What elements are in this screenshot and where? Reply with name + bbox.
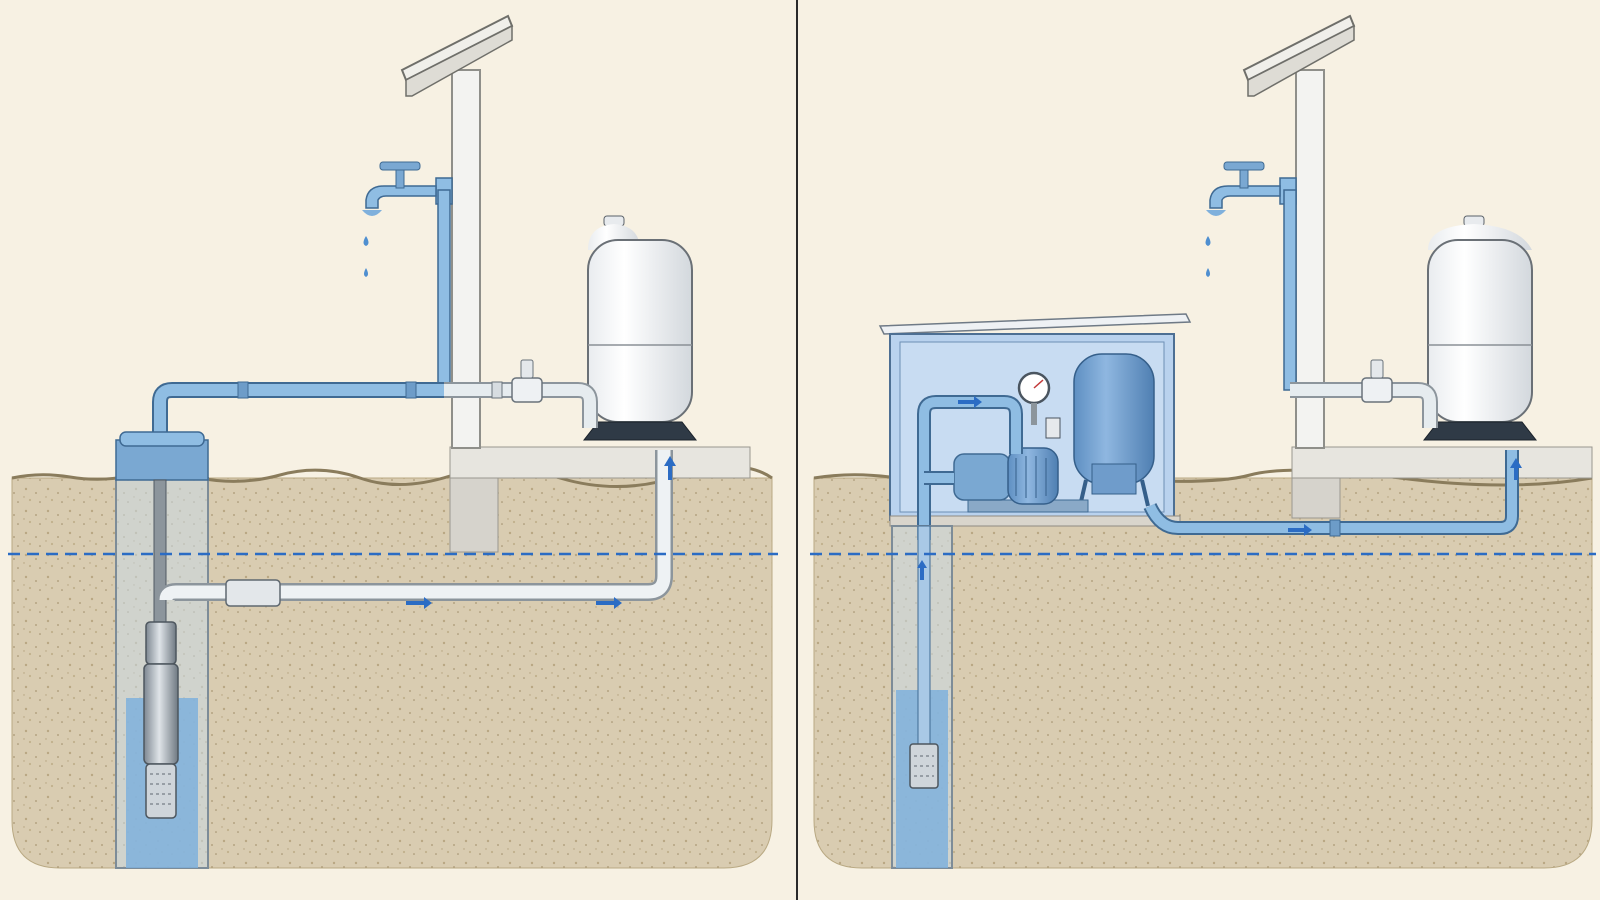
well-cap-left [115, 431, 209, 481]
pressure-tank-left [582, 215, 698, 441]
faucet-icon [1205, 161, 1297, 277]
panel-submersible-system [8, 14, 778, 869]
pitless-adapter-left [225, 579, 281, 607]
small-pressure-tank [1073, 353, 1155, 507]
suction-pipe-right [917, 525, 931, 747]
panel-jet-pump-system [810, 14, 1596, 869]
check-valve-left [511, 377, 543, 403]
footing-left [449, 477, 499, 553]
foot-valve-right [909, 743, 939, 789]
pressure-gauge-icon [1017, 371, 1061, 439]
submersible-pump-left [143, 621, 179, 819]
roof-fascia-left [405, 24, 513, 97]
flow-arrow-icon [406, 456, 676, 609]
soil-right [813, 477, 1593, 869]
foundation-slab-left [449, 446, 751, 479]
check-valve-right [1361, 377, 1393, 403]
wall-riser-pipe-right [1283, 189, 1297, 391]
flow-arrow-icon [917, 396, 1522, 580]
jet-pump [953, 447, 1089, 513]
wall-riser-pipe-left [437, 189, 451, 391]
roof-fascia-right [1247, 24, 1355, 97]
pressure-tank-right [1422, 215, 1538, 441]
foundation-slab-right [1291, 446, 1593, 479]
footing-right [1291, 477, 1341, 519]
